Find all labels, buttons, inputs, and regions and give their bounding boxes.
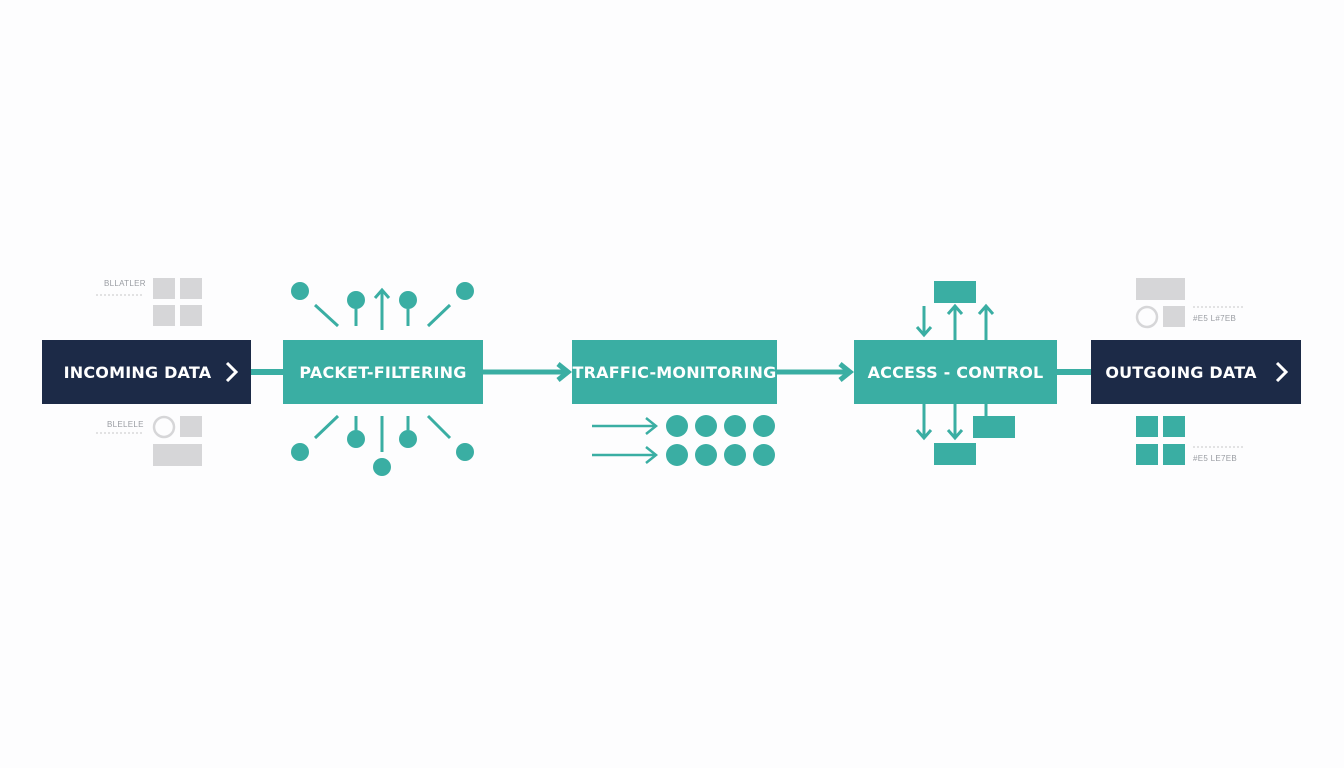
teal-square bbox=[1136, 444, 1158, 465]
node-dot bbox=[373, 458, 391, 476]
gray-square bbox=[153, 278, 175, 299]
arrow-down-head bbox=[915, 429, 933, 441]
teal-block bbox=[934, 443, 976, 465]
gray-wide-block bbox=[1136, 278, 1185, 300]
node-dot bbox=[456, 282, 474, 300]
ray-line bbox=[426, 414, 452, 440]
teal-block bbox=[973, 416, 1015, 438]
node-dot bbox=[347, 291, 365, 309]
gray-square bbox=[153, 305, 175, 326]
queue-dot bbox=[724, 415, 746, 437]
teal-square bbox=[1163, 444, 1185, 465]
stage-incoming-label: INCOMING DATA bbox=[63, 362, 212, 382]
queue-dot bbox=[724, 444, 746, 466]
chevron-right-icon bbox=[225, 361, 239, 383]
ray-line bbox=[426, 303, 452, 328]
gray-square bbox=[1163, 306, 1185, 327]
stage-access-label: ACCESS - CONTROL bbox=[867, 362, 1044, 382]
queue-dot bbox=[695, 415, 717, 437]
node-dot bbox=[456, 443, 474, 461]
gray-square bbox=[180, 305, 202, 326]
teal-block bbox=[934, 281, 976, 303]
ray-line bbox=[313, 414, 340, 440]
stage-access-control: ACCESS - CONTROL bbox=[854, 340, 1057, 404]
arrow-right-head bbox=[645, 417, 659, 435]
arrow-up-head bbox=[946, 303, 964, 315]
queue-dot bbox=[753, 415, 775, 437]
stage-traffic-label: TRAFFIC-MONITORING bbox=[572, 362, 777, 382]
gray-square bbox=[180, 416, 202, 437]
left-top-caption: BLLATLER bbox=[104, 279, 146, 288]
right-top-caption: #E5 L#7EB bbox=[1193, 314, 1237, 323]
left-bottom-caption: BLELELE bbox=[107, 420, 144, 429]
flow-connector bbox=[1057, 369, 1091, 375]
stage-outgoing-label: OUTGOING DATA bbox=[1105, 362, 1257, 382]
arrow-up-head bbox=[373, 287, 391, 299]
teal-square bbox=[1163, 416, 1185, 437]
queue-dot bbox=[753, 444, 775, 466]
arrow-down-head bbox=[946, 429, 964, 441]
node-dot bbox=[291, 443, 309, 461]
node-dot bbox=[399, 430, 417, 448]
gray-wide-block bbox=[153, 444, 202, 466]
node-dot bbox=[291, 282, 309, 300]
node-dot bbox=[347, 430, 365, 448]
teal-square bbox=[1136, 416, 1158, 437]
arrow-right-head bbox=[645, 446, 659, 464]
node-dot bbox=[399, 291, 417, 309]
right-bottom-caption: #E5 LE7EB bbox=[1193, 454, 1238, 463]
stage-outgoing-data: OUTGOING DATA bbox=[1091, 340, 1301, 404]
stage-packet-label: PACKET-FILTERING bbox=[299, 362, 467, 382]
queue-dot bbox=[695, 444, 717, 466]
gray-square bbox=[180, 278, 202, 299]
arrow-down-head bbox=[915, 326, 933, 338]
stage-packet-filtering: PACKET-FILTERING bbox=[283, 340, 483, 404]
ray-line bbox=[313, 303, 340, 328]
gray-circle-icon bbox=[1135, 305, 1159, 329]
arrow-up-head bbox=[977, 303, 995, 315]
stage-incoming-data: INCOMING DATA bbox=[42, 340, 251, 404]
flow-connector bbox=[251, 369, 283, 375]
queue-dot bbox=[666, 415, 688, 437]
chevron-right-icon bbox=[1275, 361, 1289, 383]
stage-traffic-monitoring: TRAFFIC-MONITORING bbox=[572, 340, 777, 404]
gray-circle-icon bbox=[152, 415, 176, 439]
queue-dot bbox=[666, 444, 688, 466]
arrow-right-head bbox=[556, 362, 573, 382]
arrow-right-head bbox=[838, 362, 855, 382]
